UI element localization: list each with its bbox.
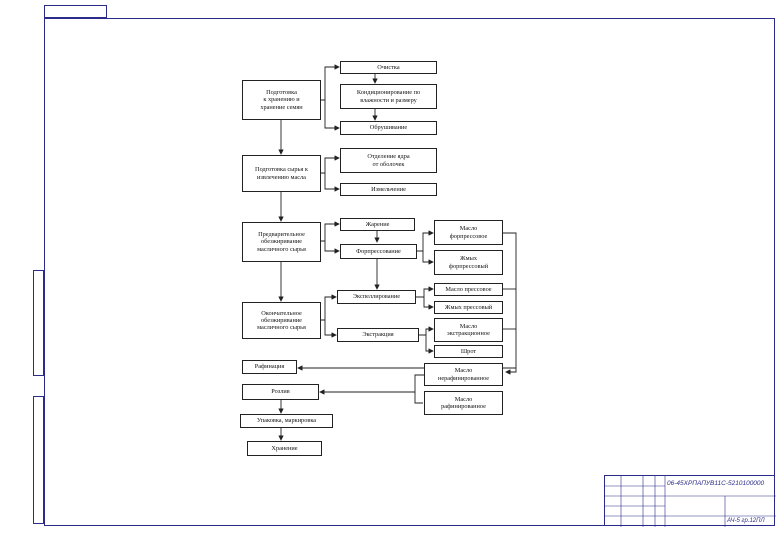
- step-roasting: Жарение: [340, 218, 415, 231]
- stage-storage: Подготовка к хранению и хранение семян: [242, 80, 321, 120]
- product-oil-press: Масло прессовое: [434, 283, 503, 296]
- product-meal: Шрот: [434, 345, 503, 358]
- stage-preliminary-defatting: Предварительное обезжиривание масличного…: [242, 222, 321, 262]
- step-refining: Рафинация: [242, 360, 297, 374]
- step-cleaning: Очистка: [340, 61, 437, 74]
- step-hulling: Обрушивание: [340, 121, 437, 135]
- step-bottling: Розлив: [242, 384, 319, 400]
- left-margin-strip-upper: [33, 270, 44, 376]
- product-oil-unrefined: Масло нерафинированное: [424, 363, 503, 386]
- step-packing: Упаковка, маркировка: [240, 414, 333, 428]
- step-kernel-separation: Отделение ядра от оболочек: [340, 148, 437, 173]
- step-expelling: Экспеллирование: [337, 290, 416, 304]
- left-margin-strip-lower: [33, 396, 44, 524]
- step-grinding: Измельчение: [340, 183, 437, 196]
- step-storage-final: Хранение: [247, 441, 322, 456]
- step-extraction: Экстракция: [337, 328, 419, 342]
- top-left-stamp: [44, 5, 107, 18]
- step-conditioning: Кондиционирование по влажности и размеру: [340, 84, 437, 109]
- drawing-frame: [44, 18, 775, 526]
- product-cake-prepress: Жмых форпрессовый: [434, 250, 503, 275]
- product-oil-prepress: Масло форпрессовое: [434, 220, 503, 245]
- product-oil-extraction: Масло экстракционное: [434, 318, 503, 342]
- title-block: 06-45ХРПАПУВ11С-5210100000 АЧ-5 гр.12ПЛ: [604, 475, 776, 527]
- product-cake-press: Жмых прессовый: [434, 301, 503, 314]
- stage-final-defatting: Окончательное обезжиривание масличного с…: [242, 302, 321, 339]
- title-block-grid: [605, 476, 776, 527]
- step-prepressing: Форпрессование: [340, 244, 417, 259]
- stage-raw-preparation: Подготовка сырья к извлечению масла: [242, 155, 321, 192]
- document-code: 06-45ХРПАПУВ11С-5210100000: [667, 480, 765, 487]
- sheet-code: АЧ-5 гр.12ПЛ: [727, 518, 765, 524]
- product-oil-refined: Масло рафинированное: [424, 391, 503, 415]
